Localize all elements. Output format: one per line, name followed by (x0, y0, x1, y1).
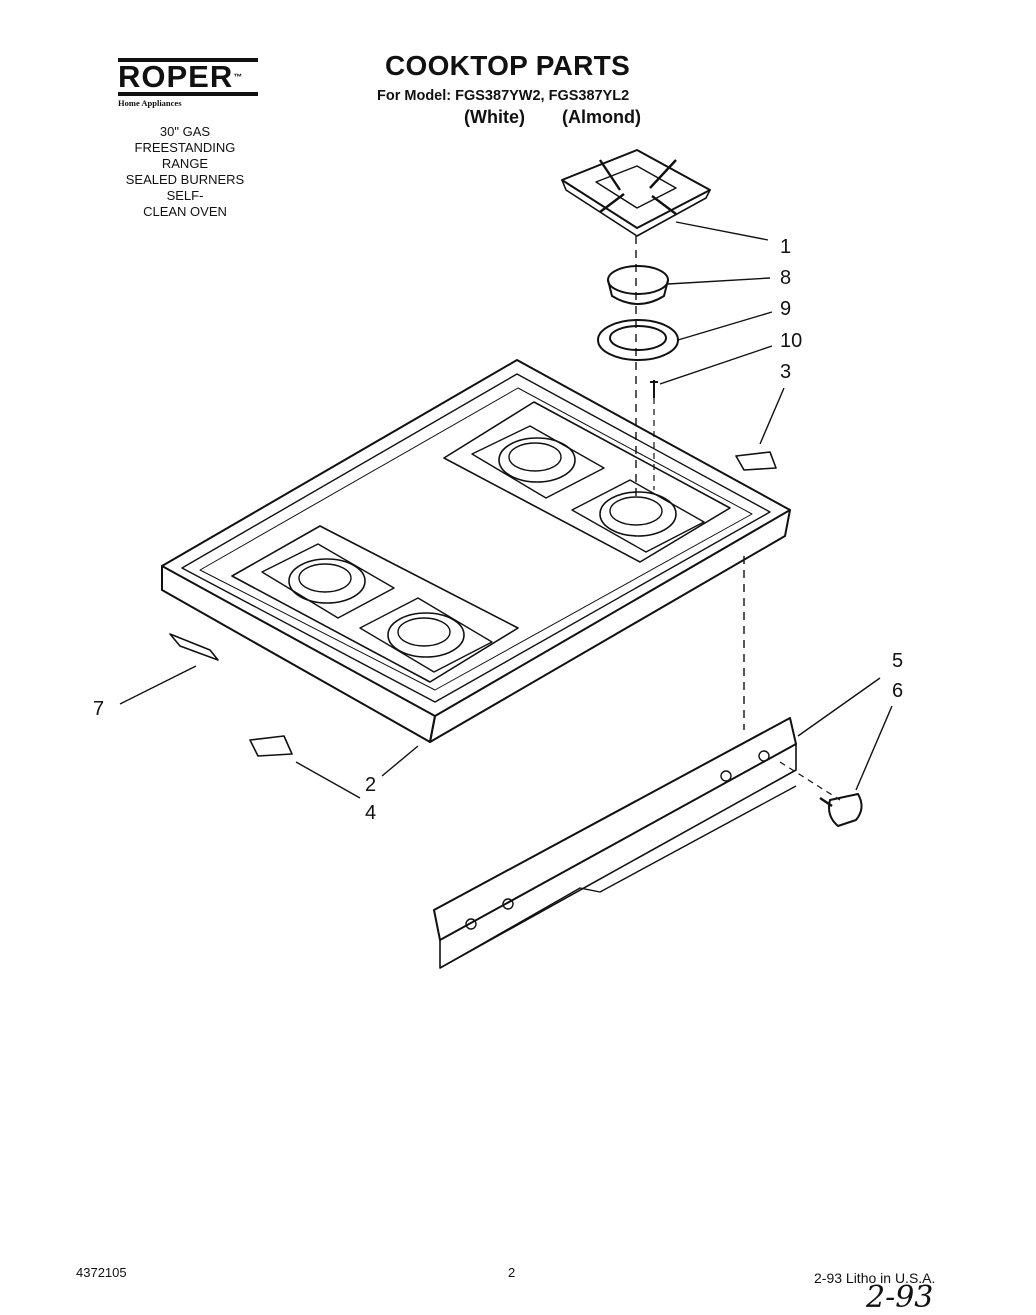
right-burner-panel (443, 401, 731, 563)
leader-7 (119, 665, 197, 705)
knob-stem (819, 797, 833, 807)
burner-cap-top (607, 265, 669, 295)
desc-line: SELF- (166, 188, 204, 203)
callout-5: 5 (892, 650, 904, 672)
callout-9: 9 (780, 298, 792, 320)
burner-ring-2-inner (397, 617, 451, 647)
burner-ring-4-inner (609, 496, 663, 526)
control-panel-face (433, 717, 797, 941)
burner-square-front-right (571, 479, 705, 553)
seal-ring-inner (609, 325, 667, 351)
bracket-4 (249, 735, 293, 757)
roper-logo: ROPER™ Home Appliances (118, 58, 258, 108)
callout-10: 10 (780, 330, 803, 352)
desc-line: SEALED BURNERS (125, 172, 245, 187)
model-line: For Model: FGS387YW2, FGS387YL2 (377, 88, 630, 104)
brand-tagline: Home Appliances (118, 98, 182, 108)
leader-3 (759, 387, 785, 445)
callout-4: 4 (365, 802, 377, 824)
leader-8 (667, 277, 771, 285)
alignment-line-knob (779, 761, 841, 801)
panel-knob-hole-3 (720, 770, 732, 782)
color-almond-label: (Almond) (562, 107, 641, 127)
burner-ring-1 (288, 558, 366, 604)
callout-8: 8 (780, 267, 792, 289)
leader-9 (677, 311, 773, 341)
screw (650, 380, 658, 398)
control-panel-lip (439, 744, 797, 969)
desc-line: CLEAN OVEN (143, 204, 227, 219)
leader-6 (855, 705, 893, 791)
burner-square-back-left (359, 597, 493, 673)
panel-knob-hole-1 (465, 918, 477, 930)
leader-1 (675, 221, 769, 241)
left-burner-panel (231, 525, 519, 683)
panel-knob-hole-2 (502, 898, 514, 910)
bracket-3 (735, 451, 777, 471)
callout-2: 2 (365, 774, 377, 796)
bracket-7 (169, 633, 219, 661)
burner-ring-3 (498, 437, 576, 483)
grate-inner (595, 165, 677, 209)
brand-name: ROPER (118, 59, 234, 94)
burner-square-front-left (261, 543, 395, 619)
burner-square-back-right (471, 425, 605, 499)
burner-ring-2 (387, 612, 465, 658)
cooktop-inner-rim (181, 373, 771, 703)
cooktop-right-edge (429, 509, 791, 743)
page-number: 2 (508, 1265, 516, 1280)
callout-7: 7 (93, 698, 105, 720)
control-panel-bottom (439, 785, 797, 969)
burner-ring-1-inner (298, 563, 352, 593)
product-description: 30" GAS FREESTANDING RANGE SEALED BURNER… (100, 124, 270, 220)
desc-line: 30" GAS (159, 124, 211, 139)
leader-5 (797, 677, 881, 737)
desc-line: RANGE (161, 156, 209, 171)
leader-10 (659, 345, 773, 385)
trademark-symbol: ™ (233, 72, 244, 82)
logo-bar-bottom (118, 92, 258, 96)
logo-bar-top (118, 58, 258, 62)
leader-2 (381, 745, 419, 777)
print-info: 2-93 Litho in U.S.A. (814, 1270, 936, 1286)
knob-body (828, 793, 863, 827)
grate-side (561, 179, 711, 237)
burner-ring-3-inner (508, 442, 562, 472)
page-title: COOKTOP PARTS (385, 50, 631, 81)
burner-ring-4 (599, 491, 677, 537)
leader-4 (295, 761, 361, 799)
color-white-label: (White) (464, 107, 525, 127)
callout-6: 6 (892, 680, 904, 702)
handwritten-date: 2-93 (866, 1280, 934, 1315)
grate-fingers (599, 159, 677, 215)
burner-cap-body (607, 279, 669, 305)
desc-line: FREESTANDING (134, 140, 236, 155)
part-number: 4372105 (76, 1265, 127, 1280)
grate-top (561, 149, 711, 229)
callout-3: 3 (780, 361, 792, 383)
callout-1: 1 (780, 236, 792, 258)
cooktop-inner-rim-2 (199, 387, 753, 691)
panel-knob-hole-4 (758, 750, 770, 762)
